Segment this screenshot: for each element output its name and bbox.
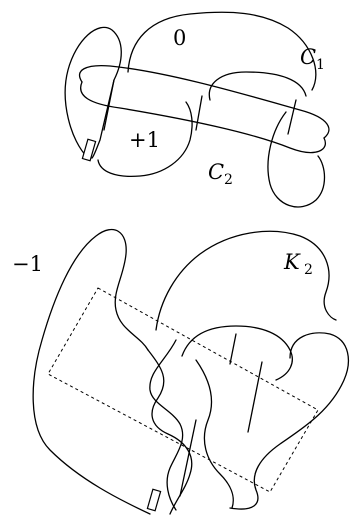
knot-inner-loop: [181, 325, 293, 381]
twist-strand-c: [195, 359, 234, 509]
plus-one-framing-label: +1: [129, 128, 160, 152]
bottom-right-loop: [229, 332, 350, 510]
top-strand-2: [195, 95, 203, 131]
zero-framing-label: 0: [173, 26, 186, 50]
twist-strand-a: [147, 349, 193, 515]
top-left-loop: [64, 26, 122, 159]
c-band-lower: [80, 81, 326, 154]
c-band-upper: [78, 64, 330, 139]
minus-one-framing-label: −1: [12, 252, 43, 276]
top-band-box: [81, 138, 97, 162]
top-strand-3: [287, 99, 297, 135]
bottom-strand-1: [179, 419, 197, 497]
dashed-rectangle: [47, 287, 319, 493]
zero-framed-component: [127, 11, 317, 91]
k2-knot: [155, 230, 337, 331]
k2-label: K: [283, 250, 301, 274]
twist-strand-b: [149, 339, 184, 511]
c2-subscript: 2: [224, 172, 233, 188]
zero-framed-component-inner-arc: [208, 71, 307, 101]
bottom-strand-2: [247, 361, 263, 433]
bottom-band-box: [146, 488, 162, 512]
bottom-strand-3: [229, 333, 237, 365]
plus-one-framed-loop: [97, 101, 193, 178]
c1-subscript: 1: [316, 57, 325, 73]
minus-one-framed-component: [32, 229, 151, 515]
top-link-diagram: 0 +1 C 1 C 2: [64, 11, 330, 208]
c2-lower-loop: [267, 111, 326, 208]
c1-label: C: [300, 45, 316, 69]
top-strand-1: [103, 79, 115, 131]
k2-subscript: 2: [304, 262, 313, 278]
bottom-link-diagram: −1 K 2: [12, 229, 350, 515]
c2-label: C: [208, 160, 224, 184]
